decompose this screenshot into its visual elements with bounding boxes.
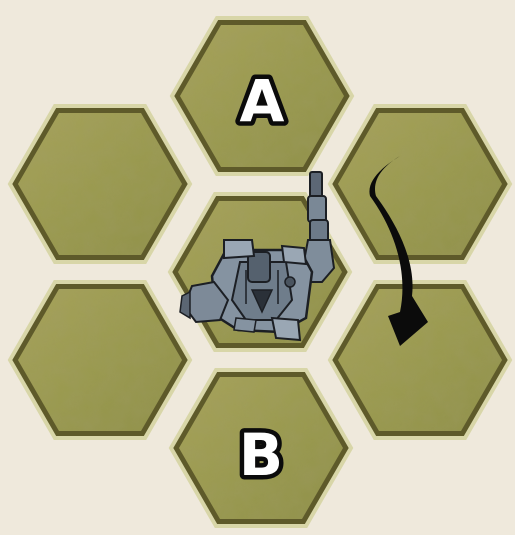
hex-label-b: B [239, 421, 283, 489]
hex-label-a: A [240, 67, 285, 135]
hex-tile-upper-right[interactable] [330, 106, 510, 262]
hex-tile-lower-left[interactable] [10, 282, 190, 438]
hex-tile-upper-left[interactable] [10, 106, 190, 262]
hex-tile-lower-right[interactable] [330, 282, 510, 438]
